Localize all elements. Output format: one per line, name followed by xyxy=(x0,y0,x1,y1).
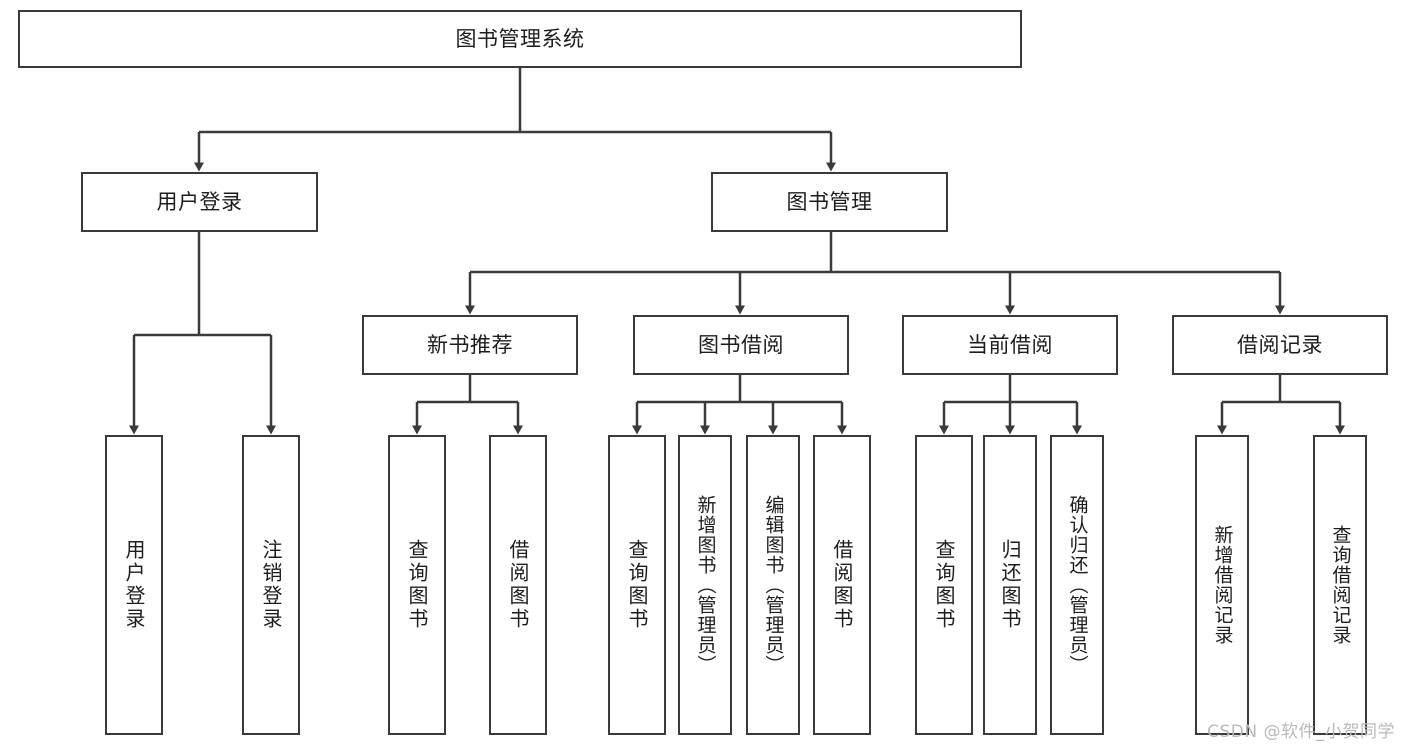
node-label: 确认归还（管理员） xyxy=(1066,495,1089,675)
node-book-borrow[interactable]: 图书借阅 xyxy=(633,315,849,375)
leaf-confirm-return[interactable]: 确认归还（管理员） xyxy=(1050,435,1104,735)
leaf-current-borrow-query[interactable]: 查询图书 xyxy=(915,435,973,735)
leaf-book-edit[interactable]: 编辑图书（管理员） xyxy=(746,435,800,735)
leaf-book-borrow-query[interactable]: 查询图书 xyxy=(608,435,666,735)
node-label: 查询图书 xyxy=(625,539,649,631)
leaf-return-book[interactable]: 归还图书 xyxy=(983,435,1037,735)
node-new-book-recommend[interactable]: 新书推荐 xyxy=(362,315,578,375)
node-label: 图书借阅 xyxy=(698,332,784,357)
node-label: 新增借阅记录 xyxy=(1211,525,1234,645)
node-user-login[interactable]: 用户登录 xyxy=(81,172,318,232)
leaf-logout[interactable]: 注销登录 xyxy=(242,435,300,735)
node-label: 查询借阅记录 xyxy=(1329,525,1352,645)
node-label: 查询图书 xyxy=(932,539,956,631)
leaf-book-add[interactable]: 新增图书（管理员） xyxy=(678,435,732,735)
node-label: 当前借阅 xyxy=(967,332,1053,357)
node-label: 借阅图书 xyxy=(506,539,530,631)
watermark-text: CSDN @软件_小贺同学 xyxy=(1207,722,1395,742)
node-label: 借阅图书 xyxy=(830,539,854,631)
node-label: 编辑图书（管理员） xyxy=(762,495,785,675)
node-current-borrow[interactable]: 当前借阅 xyxy=(902,315,1118,375)
node-label: 借阅记录 xyxy=(1237,332,1323,357)
node-label: 查询图书 xyxy=(405,539,429,631)
leaf-user-login[interactable]: 用户登录 xyxy=(105,435,163,735)
leaf-new-book-query[interactable]: 查询图书 xyxy=(388,435,446,735)
node-label: 新增图书（管理员） xyxy=(694,495,717,675)
leaf-new-book-borrow[interactable]: 借阅图书 xyxy=(489,435,547,735)
node-root-book-management-system[interactable]: 图书管理系统 xyxy=(18,10,1022,68)
node-label: 图书管理系统 xyxy=(455,26,585,51)
node-book-management[interactable]: 图书管理 xyxy=(711,172,948,232)
leaf-book-borrow-action[interactable]: 借阅图书 xyxy=(813,435,871,735)
node-label: 新书推荐 xyxy=(427,332,513,357)
node-label: 用户登录 xyxy=(122,539,146,631)
leaf-add-borrow-record[interactable]: 新增借阅记录 xyxy=(1195,435,1249,735)
node-label: 图书管理 xyxy=(786,189,873,214)
node-borrow-record[interactable]: 借阅记录 xyxy=(1172,315,1388,375)
node-label: 注销登录 xyxy=(259,539,283,631)
leaf-query-borrow-record[interactable]: 查询借阅记录 xyxy=(1313,435,1367,735)
node-label: 归还图书 xyxy=(998,539,1022,631)
node-label: 用户登录 xyxy=(156,189,243,214)
